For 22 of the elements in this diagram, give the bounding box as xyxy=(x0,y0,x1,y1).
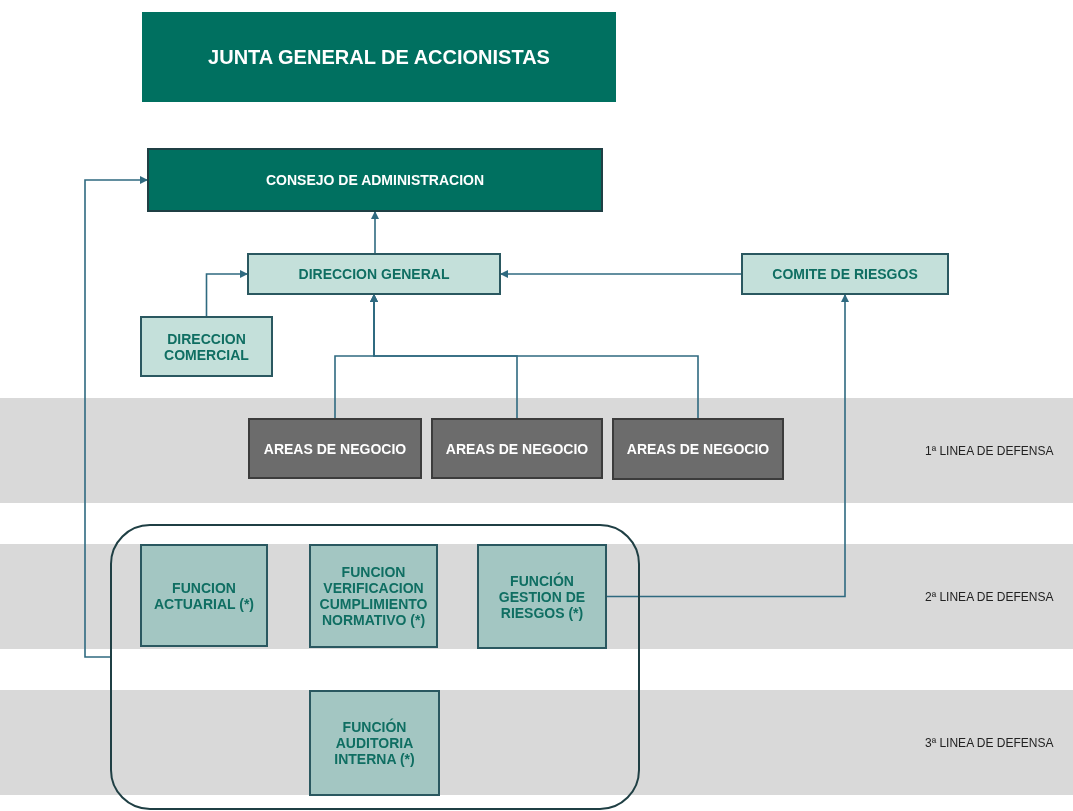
group-box xyxy=(110,524,640,810)
connector-arrow xyxy=(371,211,379,254)
unit-box: DIRECCION GENERAL xyxy=(247,253,501,295)
connector-arrow xyxy=(606,294,849,598)
function-box: FUNCION ACTUARIAL (*) xyxy=(140,544,268,647)
business-area-box: AREAS DE NEGOCIO xyxy=(431,418,603,479)
business-area-box: AREAS DE NEGOCIO xyxy=(248,418,422,479)
function-box: FUNCIÓN GESTION DE RIESGOS (*) xyxy=(477,544,607,649)
connector-arrow xyxy=(205,270,248,317)
header-box: JUNTA GENERAL DE ACCIONISTAS xyxy=(142,12,616,102)
connector-arrow xyxy=(84,176,148,658)
unit-box: COMITE DE RIESGOS xyxy=(741,253,949,295)
board-box: CONSEJO DE ADMINISTRACION xyxy=(147,148,603,212)
function-box: FUNCION VERIFICACION CUMPLIMIENTO NORMATIVO (*) xyxy=(309,544,438,648)
function-box: FUNCIÓN AUDITORIA INTERNA (*) xyxy=(309,690,440,796)
defense-line-label: 2ª LINEA DE DEFENSA xyxy=(925,590,1054,604)
defense-line-label: 1ª LINEA DE DEFENSA xyxy=(925,444,1054,458)
defense-line-label: 3ª LINEA DE DEFENSA xyxy=(925,736,1054,750)
business-area-box: AREAS DE NEGOCIO xyxy=(612,418,784,480)
unit-box: DIRECCION COMERCIAL xyxy=(140,316,273,377)
connector-arrow xyxy=(370,294,699,419)
connector-arrow xyxy=(500,270,742,278)
